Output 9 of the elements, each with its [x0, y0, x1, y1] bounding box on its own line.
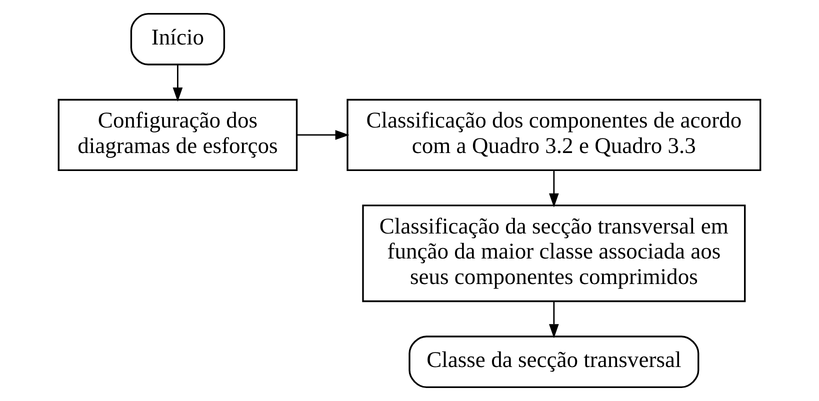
- arrow: [297, 130, 350, 140]
- node-box: Configuração dos diagramas de esforços: [58, 98, 298, 172]
- node-box: Classe da secção transversal: [408, 336, 700, 388]
- arrow: [549, 301, 559, 338]
- node-box: Início: [130, 12, 226, 66]
- arrow: [172, 65, 183, 102]
- node-box: Classificação da secção transversal em função da maior classe associada aos seus componentes comprimidos: [362, 204, 746, 302]
- arrow: [549, 170, 559, 208]
- node-box: Classificação dos componentes de acordo com a Quadro 3.2 e Quadro 3.3: [346, 98, 762, 172]
